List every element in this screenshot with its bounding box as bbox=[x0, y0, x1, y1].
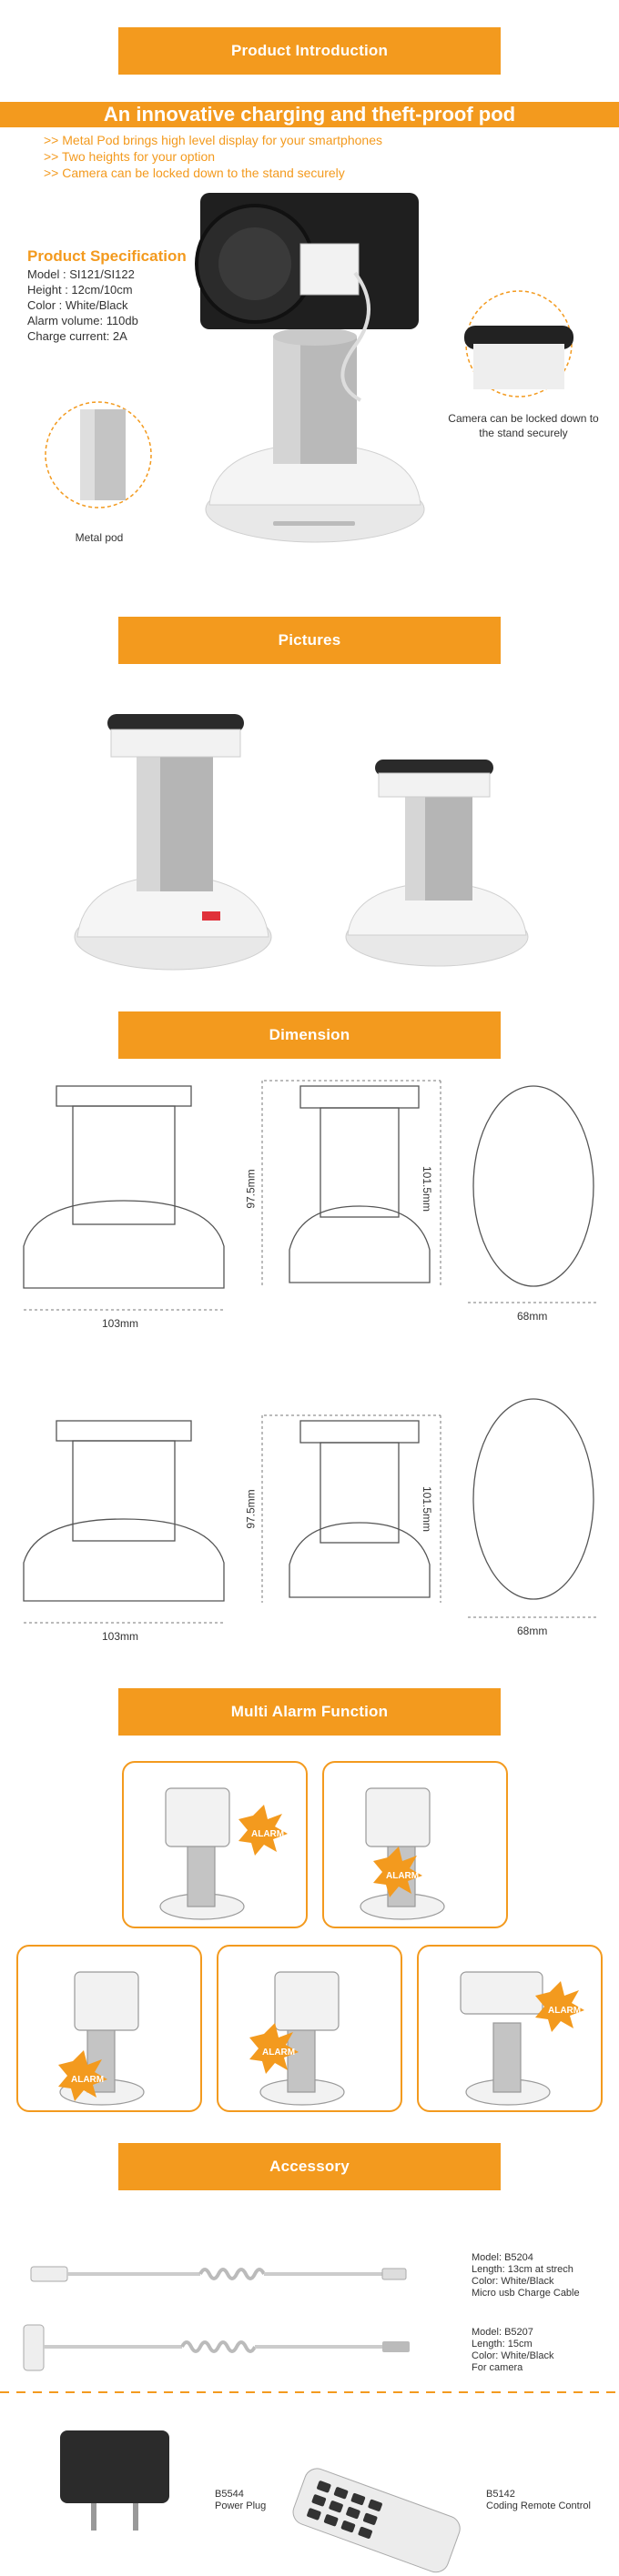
dimension-height-label: 97.5mm bbox=[244, 1169, 258, 1209]
spec-line: Model : SI121/SI122 bbox=[27, 267, 135, 281]
accessory-line: Model: B5207 bbox=[472, 2327, 533, 2338]
metal-pod-label: Metal pod bbox=[75, 531, 124, 544]
intro-bullet: >> Camera can be locked down to the stan… bbox=[44, 166, 345, 180]
pictures-illustration bbox=[74, 714, 529, 971]
intro-headline: An innovative charging and theft-proof p… bbox=[0, 102, 619, 127]
accessory-line: Length: 15cm bbox=[472, 2339, 533, 2350]
accessory-info: Model: B5204 Length: 13cm at strech Colo… bbox=[472, 2252, 580, 2299]
accessory-line: Model: B5204 bbox=[472, 2252, 533, 2263]
section-header-dimension: Dimension bbox=[118, 1011, 501, 1059]
alarm-badge: ALARM bbox=[71, 2075, 105, 2085]
dimension-drawings bbox=[23, 1080, 599, 1624]
accessory-line: Micro usb Charge Cable bbox=[472, 2288, 580, 2299]
alarm-badge: ALARM bbox=[262, 2048, 296, 2058]
intro-bullet: >> Two heights for your option bbox=[44, 149, 216, 164]
accessory-line: Coding Remote Control bbox=[486, 2501, 591, 2511]
accessory-line: B5142 bbox=[486, 2489, 515, 2500]
product-hero-illustration bbox=[195, 193, 425, 543]
accessory-line: For camera bbox=[472, 2362, 523, 2373]
accessory-illustrations bbox=[0, 2266, 619, 2573]
alarm-illustrations bbox=[58, 1787, 584, 2106]
spec-line: Height : 12cm/10cm bbox=[27, 283, 133, 297]
section-header-accessory: Accessory bbox=[118, 2143, 501, 2190]
camera-lock-label: Camera can be locked down to the stand s… bbox=[448, 412, 599, 439]
dimension-height-label: 97.5mm bbox=[244, 1489, 258, 1529]
accessory-line: Color: White/Black bbox=[472, 2350, 554, 2361]
accessory-line: Power Plug bbox=[215, 2501, 267, 2511]
metal-pod-callout bbox=[45, 401, 152, 508]
section-header-pictures: Pictures bbox=[118, 617, 501, 664]
accessory-line: B5544 bbox=[215, 2489, 244, 2500]
intro-bullet: >> Metal Pod brings high level display f… bbox=[44, 133, 382, 147]
section-header-multi-alarm: Multi Alarm Function bbox=[118, 1688, 501, 1736]
accessory-line: Color: White/Black bbox=[472, 2276, 554, 2287]
spec-line: Color : White/Black bbox=[27, 298, 128, 312]
accessory-info: B5544 Power Plug bbox=[215, 2489, 266, 2512]
dimension-height-label: 101.5mm bbox=[421, 1485, 434, 1533]
dimension-width-label: 103mm bbox=[102, 1317, 139, 1330]
spec-line: Alarm volume: 110db bbox=[27, 314, 138, 327]
accessory-line: Length: 13cm at strech bbox=[472, 2264, 573, 2275]
accessory-info: B5142 Coding Remote Control bbox=[486, 2489, 591, 2512]
dimension-depth-label: 68mm bbox=[517, 1310, 548, 1323]
dimension-width-label: 103mm bbox=[102, 1630, 139, 1643]
alarm-badge: ALARM bbox=[548, 2006, 582, 2016]
alarm-badge: ALARM bbox=[386, 1871, 420, 1881]
section-header-product-introduction: Product Introduction bbox=[118, 27, 501, 75]
spec-title: Product Specification bbox=[27, 247, 187, 265]
spec-line: Charge current: 2A bbox=[27, 329, 127, 343]
dimension-height-label: 101.5mm bbox=[421, 1165, 434, 1213]
accessory-info: Model: B5207 Length: 15cm Color: White/B… bbox=[472, 2327, 553, 2374]
camera-lock-callout bbox=[464, 290, 573, 397]
dimension-depth-label: 68mm bbox=[517, 1625, 548, 1637]
alarm-badge: ALARM bbox=[251, 1829, 285, 1839]
